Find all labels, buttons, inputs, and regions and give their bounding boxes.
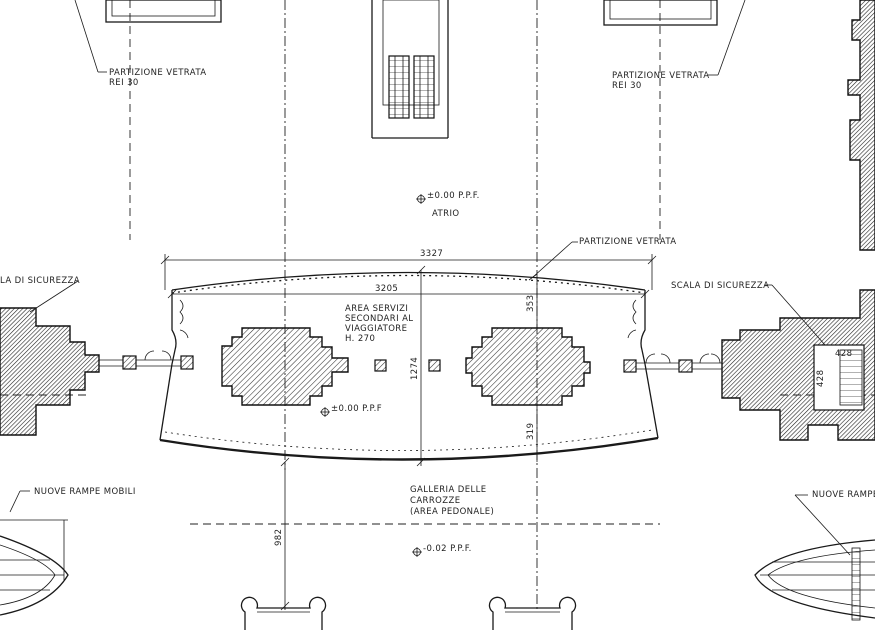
stair-left-label: LA DI SICUREZZA — [0, 276, 80, 286]
top-escalator — [371, 0, 449, 139]
level-marker-bottom — [412, 547, 422, 557]
gallery-line-1: GALLERIA DELLE — [410, 485, 487, 495]
pillar-small-2 — [428, 359, 441, 372]
level-marker-center — [320, 407, 330, 417]
stair-right-label: SCALA DI SICUREZZA — [671, 281, 769, 291]
bottom-stair-left — [240, 596, 327, 630]
partition-right-label: PARTIZIONE VETRATA — [612, 71, 709, 81]
rei-right-label: REI 30 — [612, 81, 642, 91]
central-area-outline — [159, 271, 659, 461]
ramp-right-handrail — [851, 547, 861, 621]
left-stair-block — [0, 307, 100, 436]
atrium-label: ATRIO — [432, 209, 459, 219]
top-right-partition — [603, 0, 746, 76]
top-left-partition — [74, 0, 222, 73]
right-stair-leader — [765, 284, 826, 346]
ramp-right — [754, 494, 875, 621]
ramp-left — [0, 490, 69, 616]
dim-small-2: 428 — [816, 370, 826, 387]
pillar-center-left — [221, 327, 349, 406]
level-center-label: ±0.00 P.P.F — [331, 404, 382, 414]
dimension-top — [160, 254, 657, 299]
rei-left-label: REI 30 — [109, 78, 139, 88]
gallery-line-2: CARROZZE — [410, 496, 460, 506]
service-area-line-4: H. 270 — [345, 334, 375, 344]
service-area-line-1: AREA SERVIZI — [345, 304, 408, 314]
partition-left-label: PARTIZIONE VETRATA — [109, 68, 206, 78]
service-area-line-3: VIAGGIATORE — [345, 324, 407, 334]
level-atrium-label: ±0.00 P.P.F. — [427, 191, 480, 201]
right-edge-wall — [847, 0, 875, 251]
level-bottom-label: -0.02 P.P.F. — [423, 544, 472, 554]
dimension-gallery — [280, 457, 290, 611]
dim-inner-width: 3205 — [375, 284, 398, 294]
dim-overall-width: 3327 — [420, 249, 443, 259]
left-connection — [99, 350, 194, 370]
gallery-line-3: (AREA PEDONALE) — [410, 507, 494, 517]
partition-center-leader — [528, 241, 578, 281]
dim-gallery-distance: 982 — [274, 529, 284, 546]
partition-center-label: PARTIZIONE VETRATA — [579, 237, 676, 247]
dim-small-1: 428 — [835, 349, 852, 359]
ramps-left-label: NUOVE RAMPE MOBILI — [34, 487, 136, 497]
dim-top-offset: 353 — [526, 295, 536, 312]
level-marker-atrium — [416, 194, 426, 204]
right-stair-flight — [839, 349, 863, 406]
pillar-center-right — [465, 327, 591, 406]
service-area-line-2: SECONDARI AL — [345, 314, 413, 324]
pillar-small-1 — [374, 359, 387, 372]
dimension-depth — [416, 265, 538, 467]
ramps-right-label: NUOVE RAMPE — [812, 490, 875, 500]
left-stair-leader — [29, 280, 79, 313]
axis-lines — [0, 0, 875, 610]
right-connection — [623, 353, 722, 373]
bottom-stair-right — [488, 596, 577, 630]
dim-depth: 1274 — [410, 357, 420, 380]
dim-bottom-offset: 319 — [526, 423, 536, 440]
